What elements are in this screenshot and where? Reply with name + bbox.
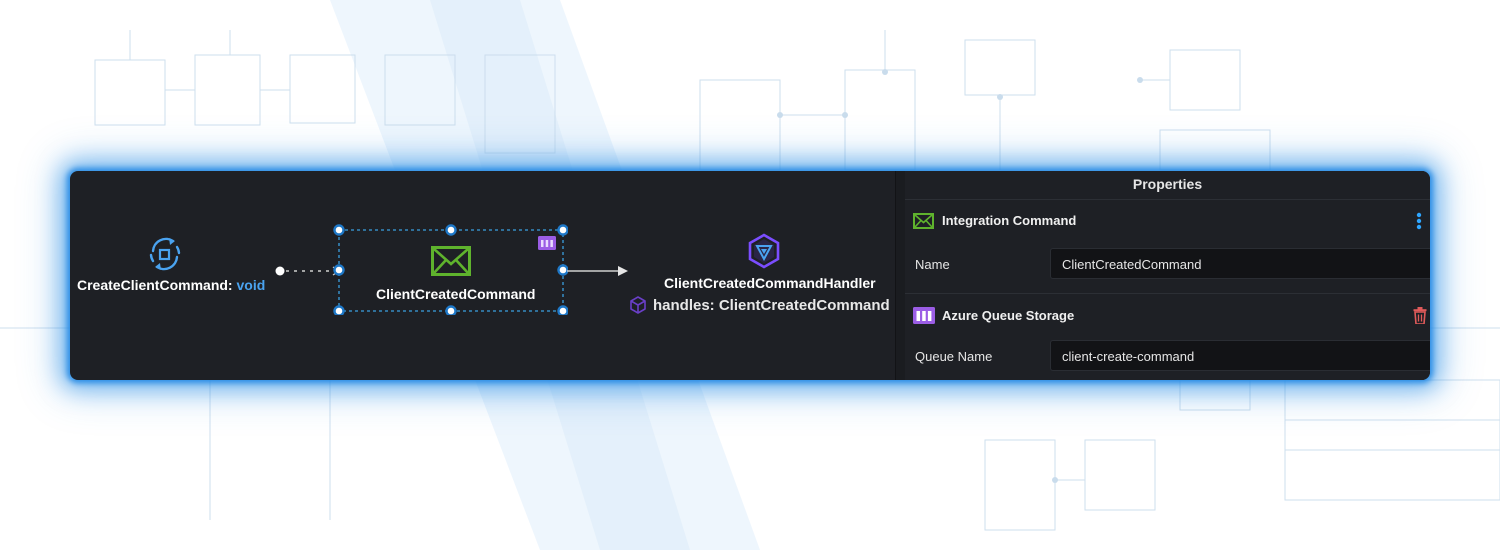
envelope-icon — [913, 213, 934, 229]
message-node-label: ClientCreatedCommand — [376, 286, 536, 302]
handler-handles-label: handles: ClientCreatedCommand — [653, 297, 890, 314]
queue-name-field[interactable]: client-create-command — [1050, 340, 1430, 371]
integration-command-section-header[interactable]: Integration Command — [905, 206, 1430, 236]
hexagon-handler-icon — [748, 233, 780, 269]
kebab-menu-icon[interactable] — [1416, 212, 1422, 230]
diagram-canvas[interactable]: CreateClientCommand: void — [70, 171, 895, 380]
sync-cycle-icon — [149, 237, 181, 271]
section-divider — [905, 293, 1430, 294]
handler-node-label: ClientCreatedCommandHandler — [664, 275, 876, 291]
source-node-label: CreateClientCommand: void — [77, 277, 265, 293]
azure-queue-storage-section-header[interactable]: Azure Queue Storage — [905, 301, 1430, 331]
cube-icon — [630, 296, 646, 314]
queue-storage-icon — [913, 307, 935, 324]
selection-box[interactable] — [332, 223, 568, 315]
designer-panel: CreateClientCommand: void — [70, 171, 1430, 380]
queue-storage-icon — [538, 236, 556, 250]
panel-splitter[interactable] — [895, 171, 906, 380]
source-node-separator: : — [227, 277, 237, 293]
envelope-icon — [431, 246, 471, 276]
solid-connector[interactable] — [563, 263, 633, 279]
source-node-name: CreateClientCommand — [77, 277, 228, 293]
trash-icon[interactable] — [1413, 307, 1427, 324]
azure-queue-storage-title: Azure Queue Storage — [942, 308, 1075, 323]
name-label: Name — [915, 257, 950, 272]
properties-title: Properties — [905, 171, 1430, 200]
name-field[interactable]: ClientCreatedCommand — [1050, 248, 1430, 279]
name-property-row: Name ClientCreatedCommand — [905, 247, 1430, 281]
queue-name-label: Queue Name — [915, 349, 993, 364]
properties-pane: Properties Integration Command Name Clie… — [905, 171, 1430, 380]
source-node-return-type: void — [236, 277, 266, 293]
integration-command-title: Integration Command — [942, 213, 1077, 228]
queue-name-property-row: Queue Name client-create-command — [905, 339, 1430, 373]
